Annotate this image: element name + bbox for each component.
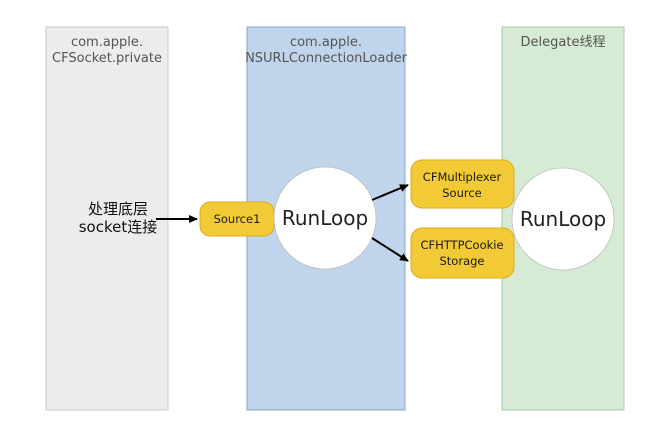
column-cfsocket-title-line2: CFSocket.private bbox=[52, 51, 162, 66]
cookie-storage-label-line2: Storage bbox=[440, 254, 485, 268]
runloop-middle-label: RunLoop bbox=[282, 206, 368, 230]
runloop-right-label: RunLoop bbox=[520, 207, 606, 231]
runloop-middle-node: RunLoop bbox=[273, 166, 377, 270]
arrow-runloop-to-cookie-storage bbox=[371, 237, 409, 262]
runloop-right-circle bbox=[511, 167, 615, 271]
column-cfsocket-title-line1: com.apple. bbox=[71, 35, 143, 50]
runloop-middle-circle bbox=[273, 166, 377, 270]
column-nsurlconnectionloader-title-line2: NSURLConnectionLoader bbox=[245, 51, 408, 66]
column-cfsocket-private: com.apple. CFSocket.private bbox=[45, 26, 169, 411]
cookie-storage-pill bbox=[410, 227, 515, 279]
multiplexer-source-pill bbox=[410, 159, 515, 209]
column-cfsocket-background bbox=[45, 26, 169, 411]
socket-handling-label-line2: socket连接 bbox=[79, 218, 158, 236]
arrow-runloop-to-multiplexer bbox=[371, 184, 409, 201]
column-delegate-title: Delegate线程 bbox=[521, 35, 606, 50]
column-nsurlconnectionloader-title-line1: com.apple. bbox=[290, 35, 362, 50]
source1-label: Source1 bbox=[214, 212, 261, 226]
multiplexer-source-label-line2: Source bbox=[442, 186, 482, 200]
source1-node: Source1 bbox=[199, 201, 275, 237]
cookie-storage-node: CFHTTPCookie Storage bbox=[410, 227, 515, 279]
runloop-right-node: RunLoop bbox=[511, 167, 615, 271]
cookie-storage-label-line1: CFHTTPCookie bbox=[420, 238, 503, 252]
multiplexer-source-label-line1: CFMultiplexer bbox=[423, 170, 502, 184]
multiplexer-source-node: CFMultiplexer Source bbox=[410, 159, 515, 209]
socket-handling-label-line1: 处理底层 bbox=[88, 200, 148, 218]
